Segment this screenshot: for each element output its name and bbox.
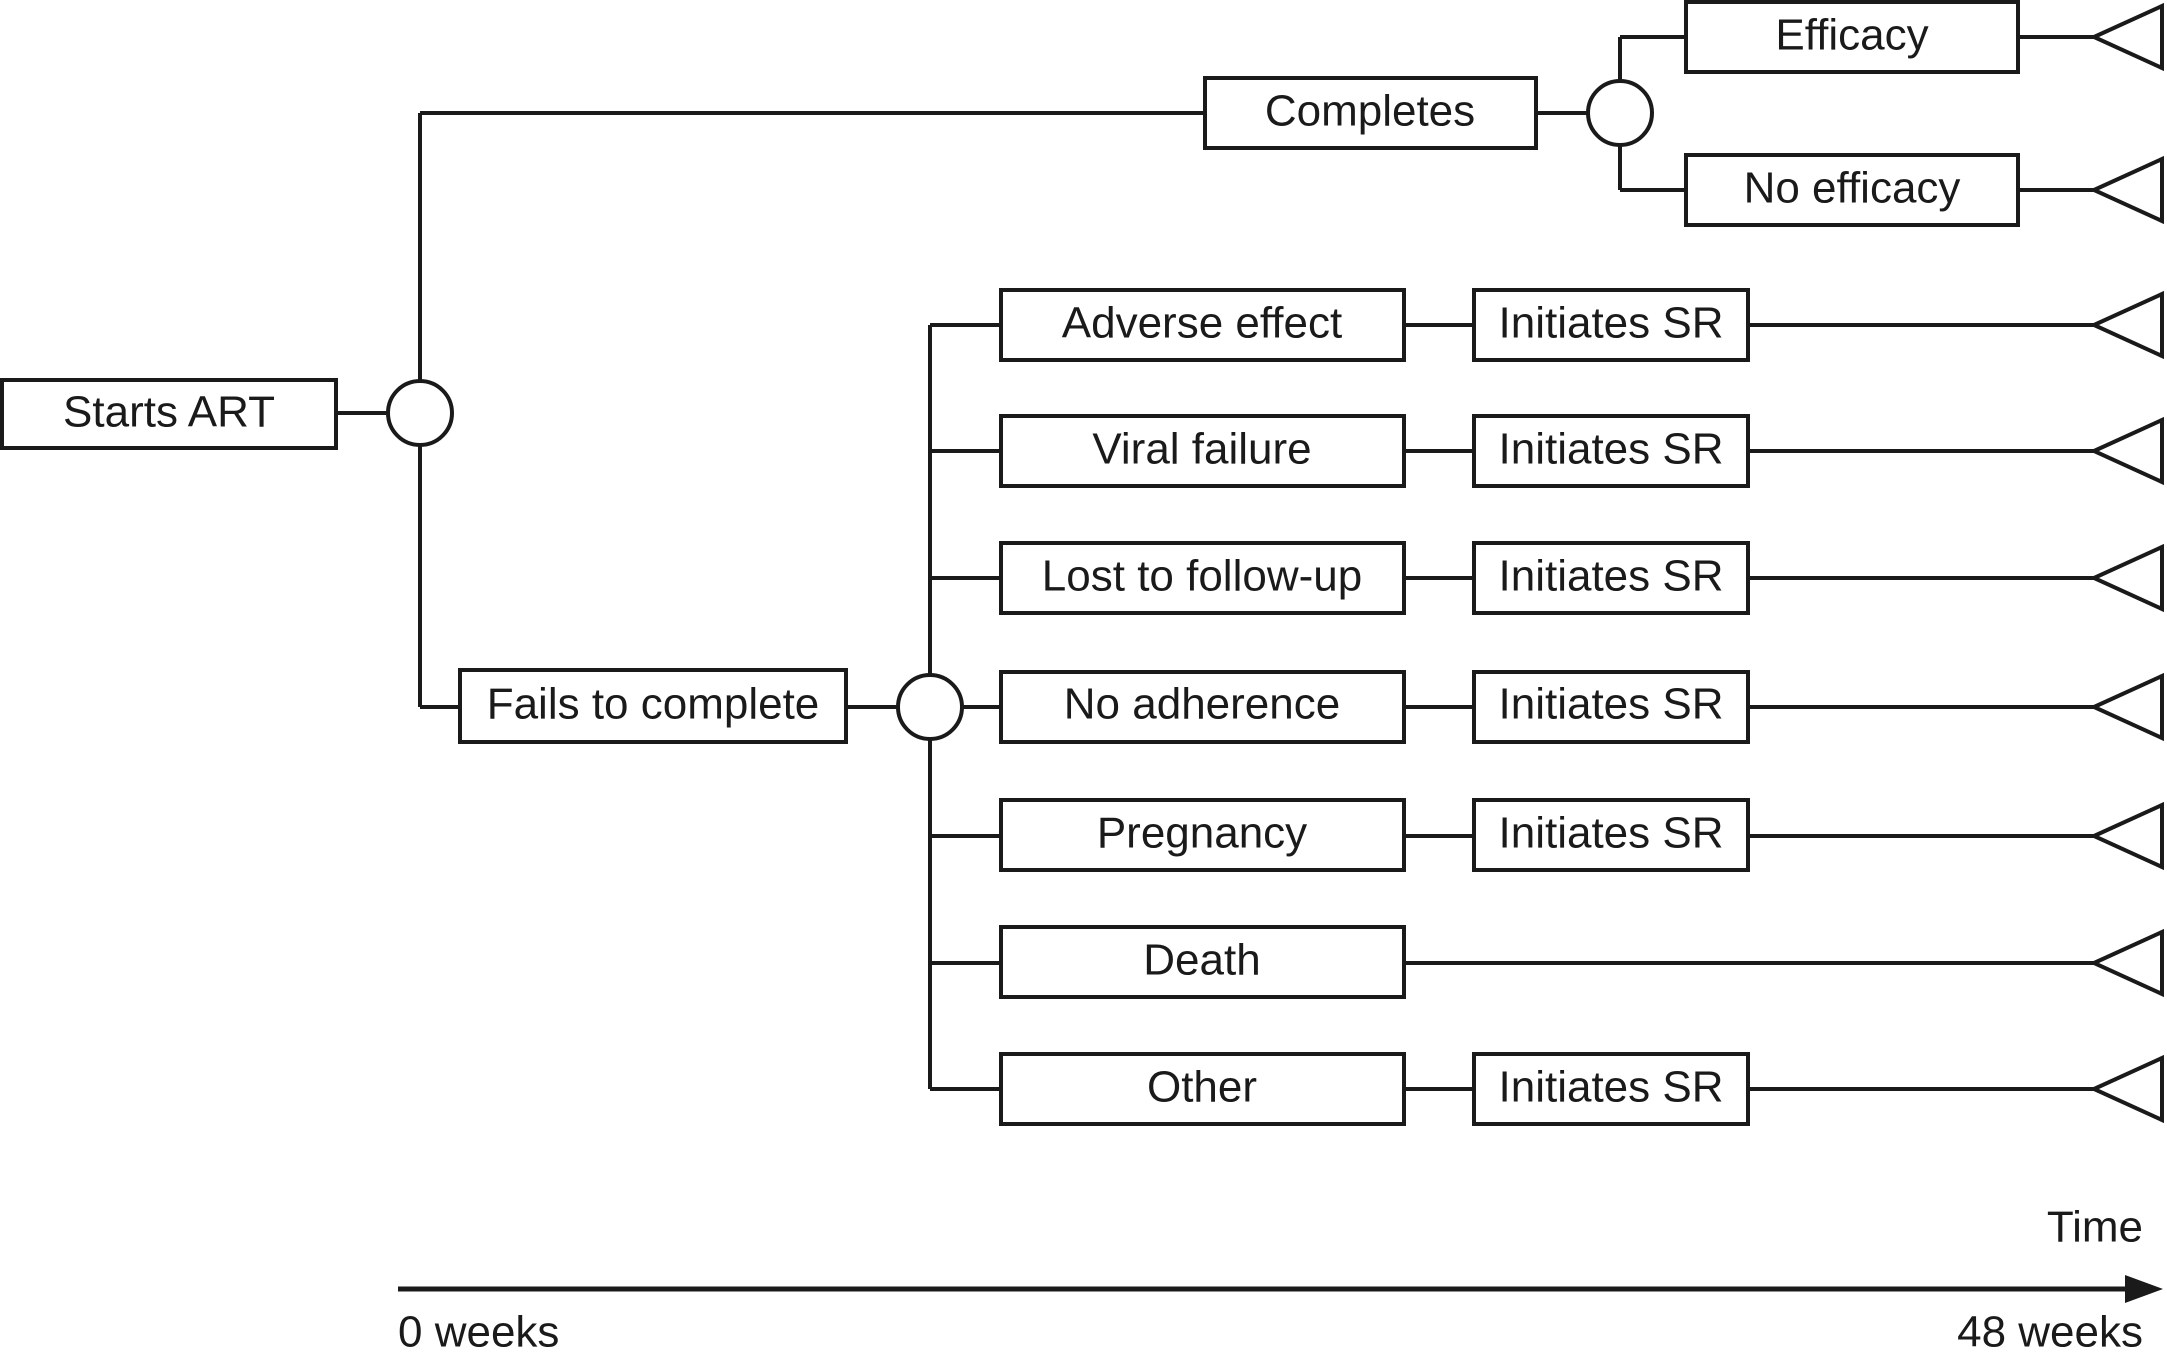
- reason-label: Pregnancy: [1097, 809, 1307, 858]
- node-initiates-sr: Initiates SR: [1472, 1052, 1750, 1126]
- node-initiates-sr: Initiates SR: [1472, 541, 1750, 615]
- node-reason: Pregnancy: [999, 798, 1406, 872]
- node-efficacy-label: Efficacy: [1775, 11, 1928, 60]
- reason-label: Other: [1147, 1063, 1257, 1112]
- tree-edges: [336, 35, 2094, 1091]
- node-starts-art: Starts ART: [0, 378, 338, 450]
- node-starts-art-label: Starts ART: [63, 388, 275, 437]
- reason-label: Viral failure: [1092, 425, 1311, 474]
- reason-row-edges: [930, 323, 2094, 1091]
- time-axis-title: Time: [2047, 1203, 2143, 1252]
- node-fails-label: Fails to complete: [487, 680, 820, 729]
- node-reason: Viral failure: [999, 414, 1406, 488]
- terminal-node-icon: [2089, 1054, 2164, 1124]
- node-no-efficacy: No efficacy: [1684, 153, 2020, 227]
- chance-node-fails: [896, 673, 964, 741]
- node-completes-label: Completes: [1265, 87, 1475, 136]
- initiates-sr-label: Initiates SR: [1499, 809, 1724, 858]
- reason-label: Lost to follow-up: [1042, 552, 1362, 601]
- time-axis-end-label: 48 weeks: [1957, 1308, 2143, 1357]
- terminal-node-icon: [2089, 155, 2164, 225]
- terminal-node-icon: [2089, 416, 2164, 486]
- terminal-node-icon: [2089, 672, 2164, 742]
- node-no-efficacy-label: No efficacy: [1744, 164, 1961, 213]
- terminal-nodes: [2089, 2, 2164, 1124]
- node-reason: Lost to follow-up: [999, 541, 1406, 615]
- node-reason: Other: [999, 1052, 1406, 1126]
- node-reason: No adherence: [999, 670, 1406, 744]
- terminal-node-icon: [2089, 801, 2164, 871]
- reason-label: Adverse effect: [1062, 299, 1342, 348]
- reason-label: No adherence: [1064, 680, 1340, 729]
- reason-label: Death: [1143, 936, 1260, 985]
- node-initiates-sr: Initiates SR: [1472, 288, 1750, 362]
- terminal-node-icon: [2089, 928, 2164, 998]
- initiates-sr-label: Initiates SR: [1499, 425, 1724, 474]
- terminal-node-icon: [2089, 543, 2164, 613]
- terminal-node-icon: [2089, 290, 2164, 360]
- time-axis: Time 0 weeks 48 weeks: [398, 1203, 2163, 1357]
- node-initiates-sr: Initiates SR: [1472, 670, 1750, 744]
- initiates-sr-label: Initiates SR: [1499, 299, 1724, 348]
- chance-node-start: [386, 379, 454, 447]
- node-completes: Completes: [1203, 76, 1538, 150]
- terminal-node-icon: [2089, 2, 2164, 72]
- initiates-sr-label: Initiates SR: [1499, 680, 1724, 729]
- node-reason: Death: [999, 925, 1406, 999]
- time-axis-arrow-icon: [2125, 1275, 2163, 1303]
- chance-node-completes: [1586, 79, 1654, 147]
- node-fails-to-complete: Fails to complete: [458, 668, 848, 744]
- initiates-sr-label: Initiates SR: [1499, 1063, 1724, 1112]
- node-initiates-sr: Initiates SR: [1472, 798, 1750, 872]
- time-axis-start-label: 0 weeks: [398, 1308, 559, 1357]
- node-efficacy: Efficacy: [1684, 0, 2020, 74]
- node-reason: Adverse effect: [999, 288, 1406, 362]
- node-initiates-sr: Initiates SR: [1472, 414, 1750, 488]
- initiates-sr-label: Initiates SR: [1499, 552, 1724, 601]
